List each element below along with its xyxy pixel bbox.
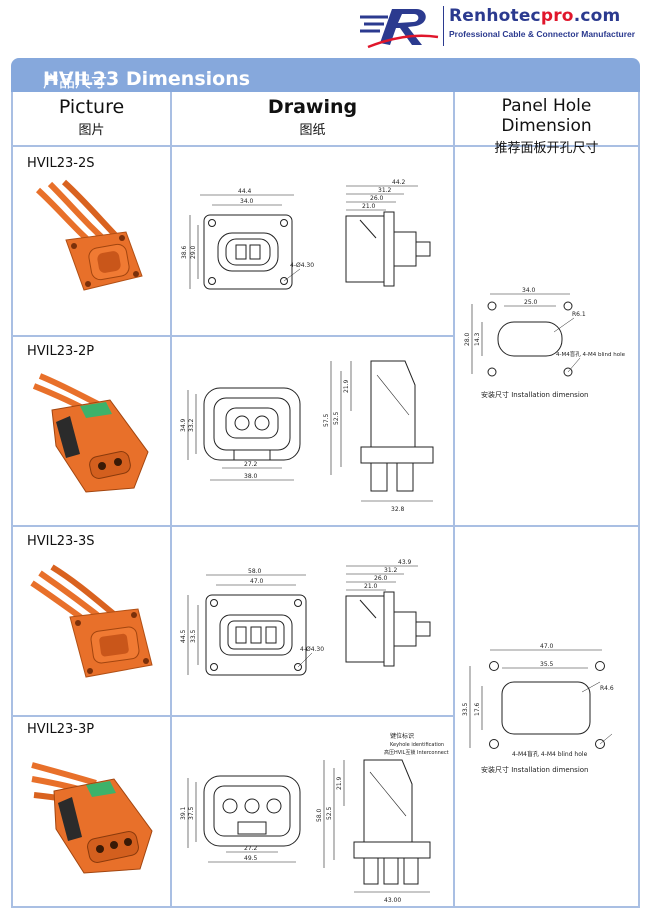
drawing-front-hvil23-2p: 34.9 33.2 27.2 38.0 <box>180 387 301 481</box>
dim-2p-side-h3: 57.5 <box>323 413 330 427</box>
dim-2s-side-d3: 26.0 <box>370 195 384 202</box>
note-3p-interconnect: 高压HVIL互锁 Interconnect <box>384 749 449 756</box>
panel-hole-drawing-1: 34.0 25.0 28.0 14.3 R6.1 4-M4盲孔 4-M4 bli… <box>464 287 626 377</box>
panel1-w2: 25.0 <box>524 299 538 306</box>
panel2-w1: 47.0 <box>540 643 554 650</box>
dim-3s-side-d4: 21.0 <box>364 583 378 590</box>
panel1-caption: 安装尺寸 Installation dimension <box>481 391 589 399</box>
dim-2p-side-h2: 52.5 <box>333 411 340 425</box>
panel2-hole-note: 4-M4盲孔 4-M4 blind hole <box>512 750 588 758</box>
dim-3s-front-hole: 4-Ø4.30 <box>300 646 324 653</box>
column-header-picture: Picture 图片 <box>58 96 125 138</box>
dim-2s-side-d1: 44.2 <box>392 179 406 186</box>
panel1-hole-note: 4-M4盲孔 4-M4 blind hole <box>556 350 626 358</box>
panel2-h2: 17.6 <box>474 702 481 716</box>
row-divider-3 <box>11 715 454 717</box>
dim-2s-front-w2: 34.0 <box>240 198 254 205</box>
dim-2s-front-hole: 4-Ø4.30 <box>290 262 314 269</box>
dim-3p-side-h3: 58.0 <box>316 808 323 822</box>
row-label-hvil23-2p: HVIL23-2P <box>27 344 95 359</box>
panel-hole-drawing-2: 47.0 35.5 33.5 17.6 R4.6 4-M4盲孔 4-M4 bli… <box>462 643 614 758</box>
dim-2s-side-d4: 21.0 <box>362 203 376 210</box>
dim-2p-side-h1: 21.9 <box>343 379 350 393</box>
col-divider-2 <box>453 92 455 908</box>
dim-3s-side-d3: 26.0 <box>374 575 388 582</box>
panel2-w2: 35.5 <box>540 661 554 668</box>
dim-3s-front-h2: 33.5 <box>190 629 197 643</box>
col-divider-1 <box>170 92 172 908</box>
dim-3p-front-h2: 37.5 <box>188 806 195 820</box>
drawing-front-hvil23-3p: 39.1 37.5 27.2 49.5 <box>180 775 301 863</box>
note-3p-keyhole-en: Keyhole identification <box>390 742 444 748</box>
row-label-hvil23-2s: HVIL23-2S <box>27 156 95 171</box>
drawing-front-hvil23-3s: 58.0 47.0 44.5 33.5 4-Ø4.30 <box>180 568 324 676</box>
dim-3p-side-w: 43.00 <box>384 897 401 904</box>
dim-2p-front-w1: 27.2 <box>244 461 258 468</box>
dim-2s-front-h2: 29.0 <box>190 245 197 259</box>
panel1-h1: 28.0 <box>464 332 471 346</box>
dim-3s-front-w2: 47.0 <box>250 578 264 585</box>
logo-separator <box>443 6 444 46</box>
drawing-side-hvil23-3p: 键位标识 Keyhole identification 高压HVIL互锁 Int… <box>316 732 449 904</box>
page-header: Renhotecpro.com Professional Cable & Con… <box>0 0 651 55</box>
column-header-drawing: Drawing 图纸 <box>267 96 358 138</box>
dim-2s-front-h1: 38.6 <box>181 245 188 259</box>
row-divider-2 <box>11 525 640 527</box>
dimension-table <box>11 92 640 908</box>
dim-3p-front-w1: 27.2 <box>244 845 258 852</box>
panel2-radius: R4.6 <box>600 685 614 692</box>
dim-3p-front-h1: 39.1 <box>180 806 187 820</box>
drawing-side-hvil23-2s: 44.2 31.2 26.0 21.0 <box>345 179 431 287</box>
note-3p-keyhole-cn: 键位标识 <box>390 732 414 740</box>
connector-photo-hvil23-2s <box>35 179 143 291</box>
dim-3s-side-d2: 31.2 <box>384 567 398 574</box>
connector-photo-hvil23-2p <box>32 373 149 493</box>
panel1-radius: R6.1 <box>572 311 586 318</box>
dim-2p-front-h2: 33.2 <box>188 418 195 432</box>
drawing-side-hvil23-3s: 43.9 31.2 26.0 21.0 <box>345 559 431 667</box>
dim-3p-front-w2: 49.5 <box>244 855 258 862</box>
dim-3p-side-h1: 21.9 <box>336 776 343 790</box>
dim-3p-side-h2: 52.5 <box>326 806 333 820</box>
dim-2s-side-d2: 31.2 <box>378 187 392 194</box>
dim-3s-front-w1: 58.0 <box>248 568 262 575</box>
panel2-caption: 安装尺寸 Installation dimension <box>481 766 589 774</box>
column-header-panel: Panel Hole Dimension 推荐面板开孔尺寸 <box>494 96 599 156</box>
brand-name: Renhotecpro.com <box>449 6 621 26</box>
panel2-h1: 33.5 <box>462 702 469 716</box>
row-label-hvil23-3p: HVIL23-3P <box>27 722 95 737</box>
row-label-hvil23-3s: HVIL23-3S <box>27 534 95 549</box>
connector-photo-hvil23-3s <box>30 564 153 678</box>
dim-2p-front-h1: 34.9 <box>180 418 187 432</box>
brand-tagline: Professional Cable & Connector Manufactu… <box>449 29 636 39</box>
header-divider <box>11 145 640 147</box>
drawing-front-hvil23-2s: 44.4 34.0 38.6 29.0 4-Ø4.30 <box>181 188 314 290</box>
panel1-w1: 34.0 <box>522 287 536 294</box>
dim-2p-front-w2: 38.0 <box>244 473 258 480</box>
dim-2s-front-w1: 44.4 <box>238 188 252 195</box>
panel1-h2: 14.3 <box>474 332 481 346</box>
dim-2p-side-w: 32.8 <box>391 506 405 513</box>
drawing-side-hvil23-2p: 57.5 52.5 21.9 32.8 <box>323 360 434 513</box>
renhotec-logo-icon <box>360 9 439 49</box>
dim-3s-front-h1: 44.5 <box>180 629 187 643</box>
connector-photo-hvil23-3p <box>31 762 153 874</box>
row-divider-1 <box>11 335 454 337</box>
dim-3s-side-d1: 43.9 <box>398 559 412 566</box>
